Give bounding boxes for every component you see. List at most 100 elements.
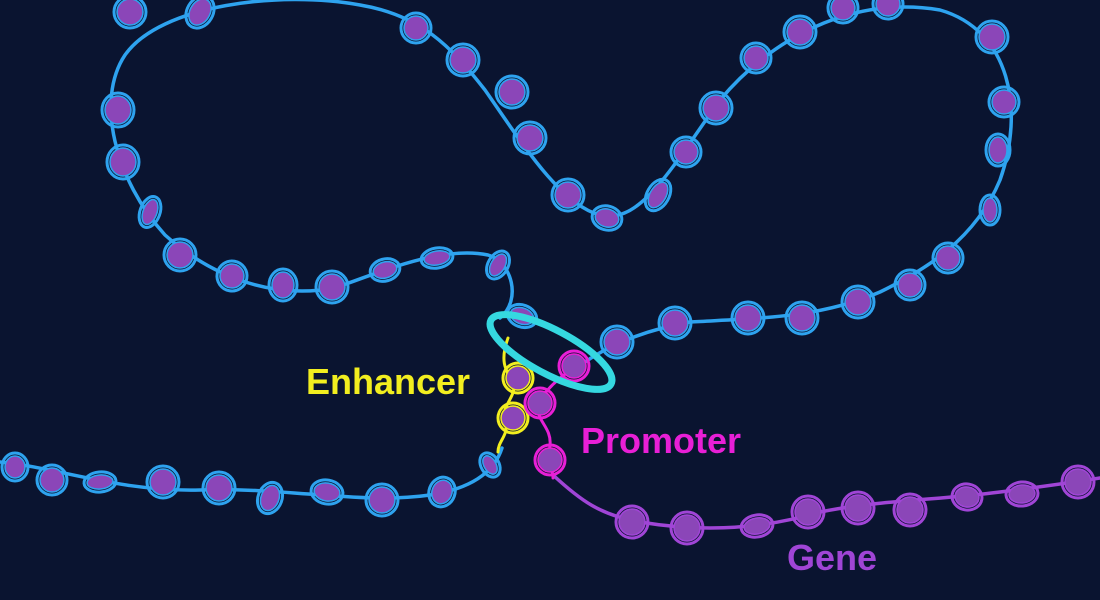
- nucleosome-dna-wrap: [533, 443, 567, 477]
- nucleosome-icon: [399, 11, 433, 45]
- nucleosome-dna-wrap: [614, 504, 650, 540]
- nucleosome-core: [39, 467, 65, 493]
- nucleosome-dna-wrap: [950, 482, 984, 512]
- nucleosome-dna-wrap: [364, 482, 400, 518]
- nucleosome-dna-wrap: [784, 300, 820, 336]
- enhancer-strand: [496, 336, 516, 454]
- nucleosome-dna-wrap: [100, 91, 136, 129]
- nucleosome-dna-wrap: [145, 464, 181, 500]
- nucleosome-icon: [826, 0, 860, 25]
- nucleosome-icon: [950, 482, 984, 512]
- nucleosome-dna-wrap: [840, 490, 876, 526]
- nucleosome-dna-wrap: [550, 177, 586, 213]
- nucleosome-icon: [550, 177, 586, 213]
- nucleosome-icon: [871, 0, 905, 21]
- nucleosome-dna-wrap: [871, 0, 905, 21]
- nucleosome-icon: [557, 349, 591, 383]
- nucleosome-dna-wrap: [427, 475, 457, 509]
- nucleosome-icon: [931, 241, 965, 275]
- enhancer-region: [496, 336, 516, 454]
- nucleosome-core: [982, 197, 998, 223]
- nucleosome-dna-wrap: [984, 132, 1012, 168]
- nucleosome-core: [219, 263, 245, 289]
- nucleosome-core: [897, 272, 923, 298]
- nucleosome-icon: [730, 300, 766, 336]
- nucleosome-core: [205, 474, 233, 502]
- nucleosome-core: [743, 45, 769, 71]
- nucleosome-dna-wrap: [137, 195, 163, 229]
- nucleosome-core: [603, 328, 631, 356]
- nucleosome-icon: [364, 482, 400, 518]
- nucleosome-dna-wrap: [840, 284, 876, 320]
- nucleosome-icon: [984, 132, 1012, 168]
- nucleosome-icon: [512, 120, 548, 156]
- nucleosome-icon: [419, 246, 455, 270]
- nucleosome-core: [505, 365, 531, 391]
- lower-left-strand: [0, 446, 504, 500]
- nucleosome-icon: [215, 259, 249, 293]
- nucleosome-icon: [445, 42, 481, 78]
- nucleosome-icon: [1060, 464, 1096, 500]
- nucleosome-icon: [255, 480, 285, 516]
- nucleosome-core: [516, 124, 544, 152]
- nucleosome-icon: [478, 451, 502, 479]
- nucleosome-core: [4, 455, 26, 479]
- nucleosome-core: [430, 479, 454, 505]
- nucleosome-dna-wrap: [523, 386, 557, 420]
- nucleosome-dna-wrap: [368, 257, 402, 283]
- nucleosome-core: [673, 514, 701, 542]
- nucleosome-dna-wrap: [478, 451, 502, 479]
- nucleosome-core: [1008, 484, 1036, 504]
- nucleosome-group: [0, 0, 1096, 546]
- nucleosome-icon: [309, 478, 345, 506]
- nucleosome-icon: [368, 257, 402, 283]
- nucleosome-core: [259, 484, 281, 512]
- nucleosome-icon: [496, 401, 530, 435]
- nucleosome-icon: [892, 492, 928, 528]
- nucleosome-dna-wrap: [162, 237, 198, 273]
- nucleosome-icon: [100, 91, 136, 129]
- nucleosome-dna-wrap: [419, 246, 455, 270]
- nucleosome-core: [743, 517, 771, 535]
- nucleosome-icon: [669, 135, 703, 169]
- enhancer-label: Enhancer: [306, 361, 470, 402]
- nucleosome-icon: [840, 284, 876, 320]
- nucleosome-core: [594, 208, 620, 228]
- nucleosome-icon: [112, 0, 148, 30]
- nucleosome-core: [991, 89, 1017, 115]
- nucleosome-core: [830, 0, 856, 21]
- nucleosome-icon: [82, 470, 118, 494]
- nucleosome-dna-wrap: [892, 492, 928, 528]
- nucleosome-dna-wrap: [512, 120, 548, 156]
- nucleosome-core: [794, 498, 822, 526]
- nucleosome-dna-wrap: [445, 42, 481, 78]
- nucleosome-core: [368, 486, 396, 514]
- nucleosome-icon: [614, 504, 650, 540]
- nucleosome-icon: [590, 204, 624, 232]
- nucleosome-icon: [137, 195, 163, 229]
- nucleosome-dna-wrap: [893, 268, 927, 302]
- nucleosome-icon: [427, 475, 457, 509]
- nucleosome-icon: [599, 324, 635, 360]
- nucleosome-dna-wrap: [309, 478, 345, 506]
- nucleosome-core: [482, 455, 498, 475]
- nucleosome-core: [141, 198, 159, 226]
- nucleosome-core: [149, 468, 177, 496]
- nucleosome-icon: [987, 85, 1021, 119]
- nucleosome-core: [788, 304, 816, 332]
- nucleosome-core: [537, 447, 563, 473]
- nucleosome-icon: [105, 143, 141, 181]
- nucleosome-core: [844, 494, 872, 522]
- nucleosome-core: [978, 23, 1006, 51]
- nucleosome-core: [500, 405, 526, 431]
- nucleosome-dna-wrap: [698, 90, 734, 126]
- promoter-label: Promoter: [581, 420, 741, 461]
- nucleosome-icon: [501, 361, 535, 395]
- nucleosome-core: [188, 0, 212, 26]
- nucleosome-dna-wrap: [1060, 464, 1096, 500]
- nucleosome-dna-wrap: [974, 19, 1010, 55]
- nucleosome-icon: [201, 470, 237, 506]
- nucleosome-dna-wrap: [399, 11, 433, 45]
- nucleosome-icon: [784, 300, 820, 336]
